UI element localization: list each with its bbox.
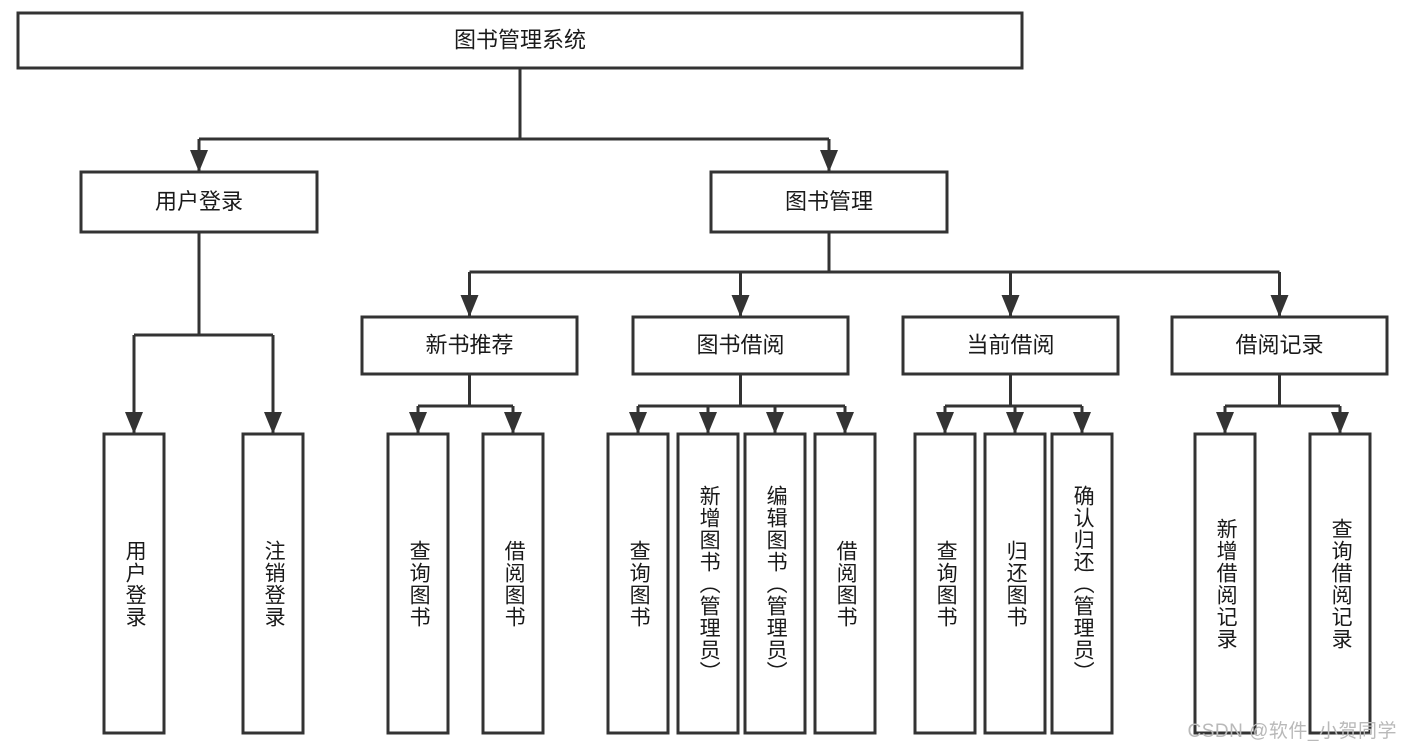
- arrow-head-icon-current-borrow: [1001, 295, 1020, 317]
- node-label-user-login: 用户登录: [155, 189, 243, 214]
- connectors-layer: [125, 68, 1349, 434]
- node-box-root[interactable]: [16, 11, 1024, 70]
- boxes-layer: [16, 11, 1389, 735]
- node-box-leaf-edit-book[interactable]: [743, 432, 807, 735]
- node-box-book-borrow[interactable]: [631, 315, 850, 376]
- node-box-new-book-rec[interactable]: [360, 315, 579, 376]
- node-label-borrow-record: 借阅记录: [1235, 332, 1323, 357]
- arrow-head-icon-leaf-query-book-borrow: [629, 412, 647, 434]
- node-box-leaf-add-book[interactable]: [676, 432, 740, 735]
- arrow-head-icon-leaf-query-record: [1331, 412, 1349, 434]
- node-box-leaf-borrow-book[interactable]: [813, 432, 877, 735]
- node-label-root: 图书管理系统: [454, 27, 586, 52]
- arrow-head-icon-user-login: [190, 150, 208, 172]
- node-box-borrow-record[interactable]: [1170, 315, 1389, 376]
- node-box-leaf-query-book-borrow[interactable]: [606, 432, 670, 735]
- arrow-head-icon-new-book-rec: [460, 295, 479, 317]
- node-box-leaf-return-book[interactable]: [983, 432, 1047, 735]
- node-box-book-manage[interactable]: [709, 170, 949, 234]
- arrow-head-icon-leaf-confirm-return: [1073, 412, 1091, 434]
- arrow-head-icon-leaf-borrow-book: [836, 412, 854, 434]
- arrow-head-icon-book-manage: [820, 150, 838, 172]
- node-label-book-manage: 图书管理: [785, 189, 873, 214]
- node-box-leaf-borrow-book-rec[interactable]: [481, 432, 545, 735]
- node-box-user-login[interactable]: [79, 170, 319, 234]
- node-box-leaf-user-login[interactable]: [102, 432, 166, 735]
- arrow-head-icon-borrow-record: [1270, 295, 1289, 317]
- node-box-leaf-query-record[interactable]: [1308, 432, 1372, 735]
- node-label-new-book-rec: 新书推荐: [425, 332, 513, 357]
- node-box-leaf-add-record[interactable]: [1193, 432, 1257, 735]
- arrow-head-icon-leaf-edit-book: [766, 412, 784, 434]
- node-box-leaf-confirm-return[interactable]: [1050, 432, 1114, 735]
- node-box-leaf-user-logout[interactable]: [241, 432, 305, 735]
- node-label-current-borrow: 当前借阅: [966, 332, 1054, 357]
- node-box-current-borrow[interactable]: [901, 315, 1120, 376]
- arrow-head-icon-leaf-add-record: [1216, 412, 1234, 434]
- arrow-head-icon-leaf-add-book: [699, 412, 717, 434]
- arrow-head-icon-book-borrow: [731, 295, 750, 317]
- node-box-leaf-query-book-cur[interactable]: [913, 432, 977, 735]
- csdn-watermark: CSDN @软件_小贺同学: [1187, 721, 1397, 742]
- arrow-head-icon-leaf-query-book-rec: [409, 412, 427, 434]
- arrow-head-icon-leaf-borrow-book-rec: [504, 412, 522, 434]
- node-box-leaf-query-book-rec[interactable]: [386, 432, 450, 735]
- node-label-book-borrow: 图书借阅: [696, 332, 784, 357]
- arrow-head-icon-leaf-user-logout: [264, 412, 282, 434]
- arrow-head-icon-leaf-return-book: [1006, 412, 1024, 434]
- arrow-head-icon-leaf-user-login: [125, 412, 143, 434]
- arrow-head-icon-leaf-query-book-cur: [936, 412, 954, 434]
